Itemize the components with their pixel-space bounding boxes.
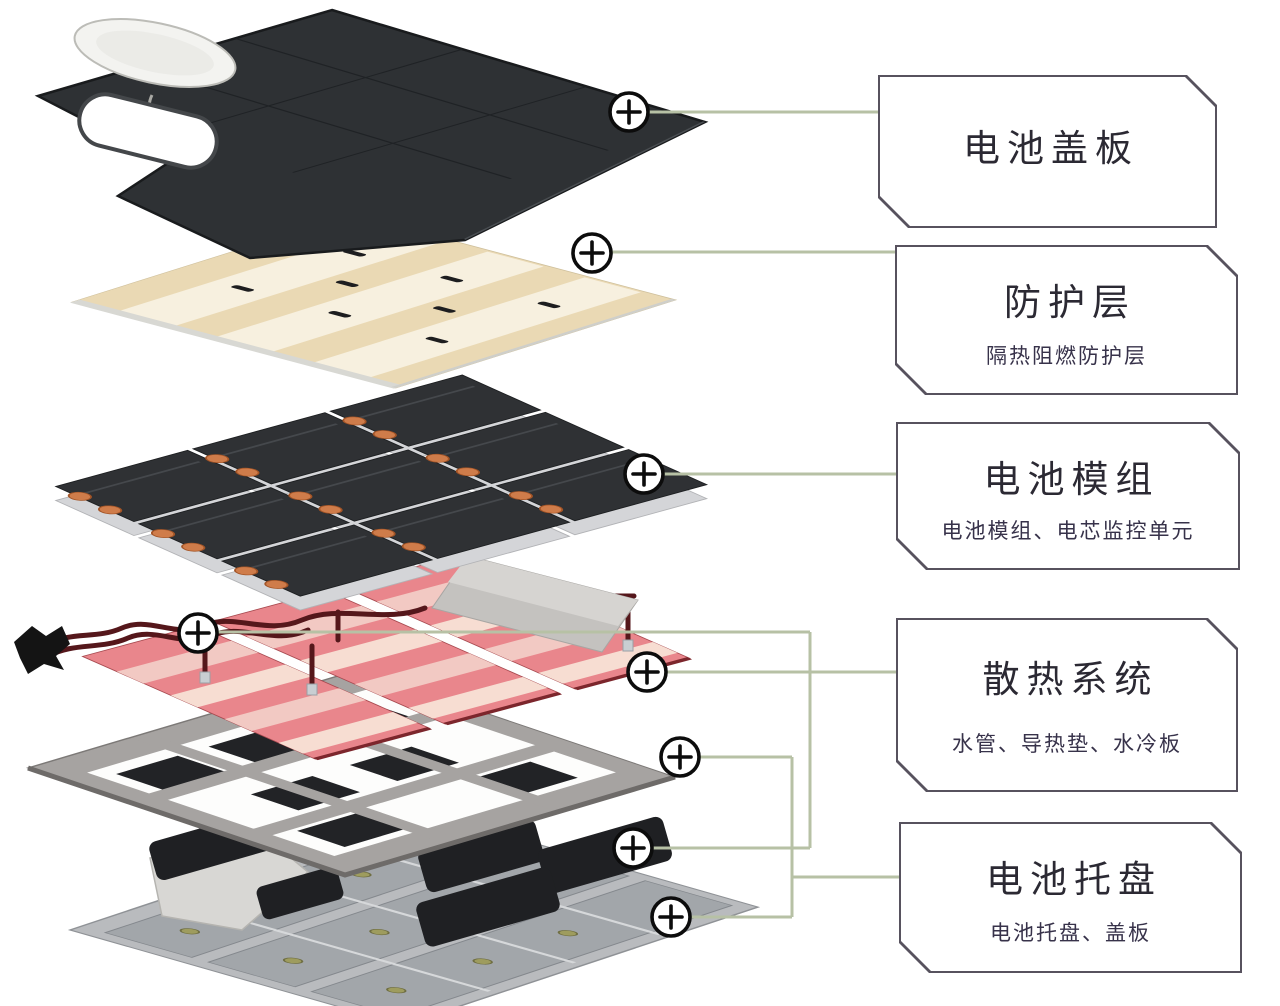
label-title: 散热系统 — [982, 659, 1159, 701]
label-subtitle: 隔热阻燃防护层 — [986, 344, 1147, 368]
label-card-battery-tray: 电池托盘 电池托盘、盖板 — [899, 822, 1242, 973]
label-subtitle: 水管、导热垫、水冷板 — [952, 732, 1182, 756]
label-title: 电池模组 — [983, 458, 1160, 500]
module-pedestal — [431, 555, 639, 653]
leader-lines — [217, 110, 899, 919]
label-card-battery-module: 电池模组 电池模组、电芯监控单元 — [896, 422, 1240, 570]
marker-battery-module — [623, 453, 665, 495]
marker-water-cooling-plate — [612, 827, 654, 869]
label-card-fill — [898, 424, 1238, 568]
label-card-fill — [898, 620, 1236, 790]
label-card-fill — [880, 77, 1215, 226]
label-title: 电池托盘 — [986, 859, 1162, 901]
cover-cutout — [77, 92, 219, 170]
ecu-housing — [73, 18, 237, 88]
marker-bottom-cover — [650, 896, 692, 938]
layer-battery-tray-art — [67, 803, 761, 1006]
label-card-cooling-system: 散热系统 水管、导热垫、水冷板 — [896, 618, 1238, 792]
label-subtitle: 电池模组、电芯监控单元 — [941, 520, 1195, 544]
layer-battery-modules-art — [54, 374, 709, 611]
pipe-fitting — [14, 626, 70, 674]
label-title: 防护层 — [1004, 282, 1136, 323]
label-card-battery-cover: 电池盖板 — [878, 75, 1217, 228]
marker-tray-frame — [659, 736, 701, 778]
marker-cover — [608, 91, 650, 133]
marker-protective-layer — [571, 232, 613, 274]
label-card-fill — [897, 247, 1236, 393]
label-title: 电池盖板 — [963, 127, 1139, 169]
marker-water-pipe — [177, 612, 219, 654]
label-card-protective-layer: 防护层 隔热阻燃防护层 — [895, 245, 1238, 395]
layer-cover-art — [34, 8, 709, 260]
label-card-fill — [901, 824, 1240, 971]
marker-thermal-pad — [626, 651, 668, 693]
layer-protective-art — [69, 213, 678, 389]
label-subtitle: 电池托盘、盖板 — [990, 922, 1151, 946]
